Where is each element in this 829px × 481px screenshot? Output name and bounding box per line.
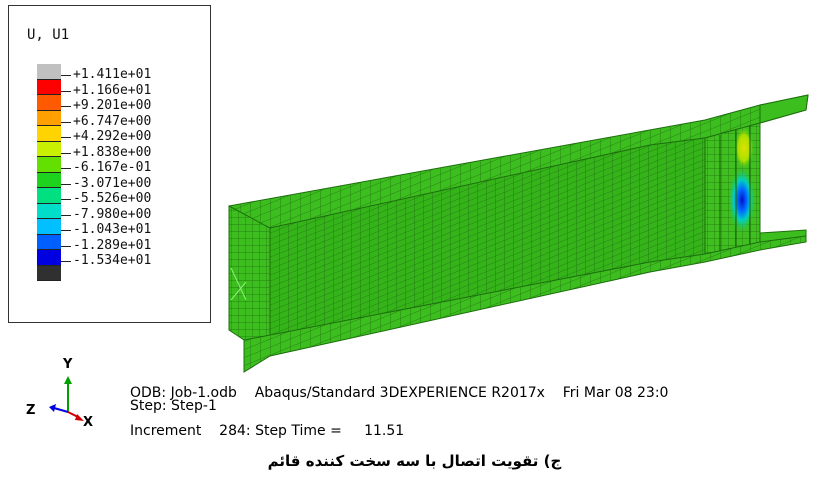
legend-value: -1.289e+01 (73, 237, 152, 253)
axis-triad: Y Z X (26, 357, 108, 435)
legend-swatch (37, 219, 61, 235)
legend-tick (61, 261, 71, 262)
legend-swatch (37, 64, 61, 80)
legend-swatch (37, 126, 61, 142)
increment-info-line: Increment 284: Step Time = 11.51 (130, 423, 405, 439)
axis-triad-arrows (49, 376, 84, 421)
legend-value: +1.411e+01 (73, 67, 152, 82)
legend-tick (61, 152, 71, 154)
legend-value: +1.838e+00 (73, 144, 152, 160)
end-plate (759, 94, 809, 249)
legend-value: +9.201e+00 (73, 98, 152, 113)
legend-swatch (37, 234, 61, 250)
legend-tick (61, 214, 71, 216)
legend-swatch (37, 157, 61, 173)
legend-swatch (37, 250, 61, 266)
legend-value: -6.167e-01 (73, 160, 152, 175)
legend-tick (61, 168, 71, 169)
legend-tick (61, 121, 71, 123)
legend-swatch (37, 188, 61, 204)
connection-region (704, 122, 761, 259)
legend-value: -7.980e+00 (73, 206, 152, 222)
legend-title: U, U1 (27, 27, 70, 43)
legend-tick (61, 245, 71, 247)
legend-value: +1.166e+01 (73, 82, 152, 98)
odb-info-line: ODB: Job-1.odb Abaqus/Standard 3DEXPERIE… (130, 385, 669, 401)
legend-tick (61, 90, 71, 92)
legend-value: -1.043e+01 (73, 222, 152, 237)
legend-tick (61, 106, 71, 107)
legend-value: +4.292e+00 (73, 129, 152, 144)
legend-tick (61, 230, 71, 231)
legend-swatch (37, 141, 61, 157)
legend-tick (61, 199, 71, 200)
figure-caption: ج) تقویت اتصال با سه سخت کننده قائم (267, 452, 562, 470)
legend-tick (61, 183, 71, 185)
legend-swatch (37, 110, 61, 126)
step-info-line: Step: Step-1 (130, 398, 217, 414)
legend-swatches (37, 64, 61, 281)
beam-front-face (228, 205, 271, 356)
legend-swatch (37, 79, 61, 95)
legend-tick (61, 75, 71, 76)
legend-swatch (37, 172, 61, 188)
axis-y-label: Y (63, 357, 73, 372)
legend-value: +6.747e+00 (73, 113, 152, 129)
legend-swatch (37, 265, 61, 281)
legend-value: -3.071e+00 (73, 175, 152, 191)
legend-value: -5.526e+00 (73, 191, 152, 206)
beam-bottom-flange (243, 235, 807, 373)
boundary-condition-marker (230, 267, 247, 301)
legend-swatch (37, 203, 61, 219)
legend-swatch (37, 95, 61, 111)
legend-tick (61, 137, 71, 138)
axis-z-label: Z (26, 403, 36, 418)
legend-box: U, U1 +1.411e+01 +1.166e+01 +9.201e+00 +… (8, 5, 211, 323)
axis-x-label: X (83, 415, 94, 430)
legend-value: -1.534e+01 (73, 253, 152, 268)
